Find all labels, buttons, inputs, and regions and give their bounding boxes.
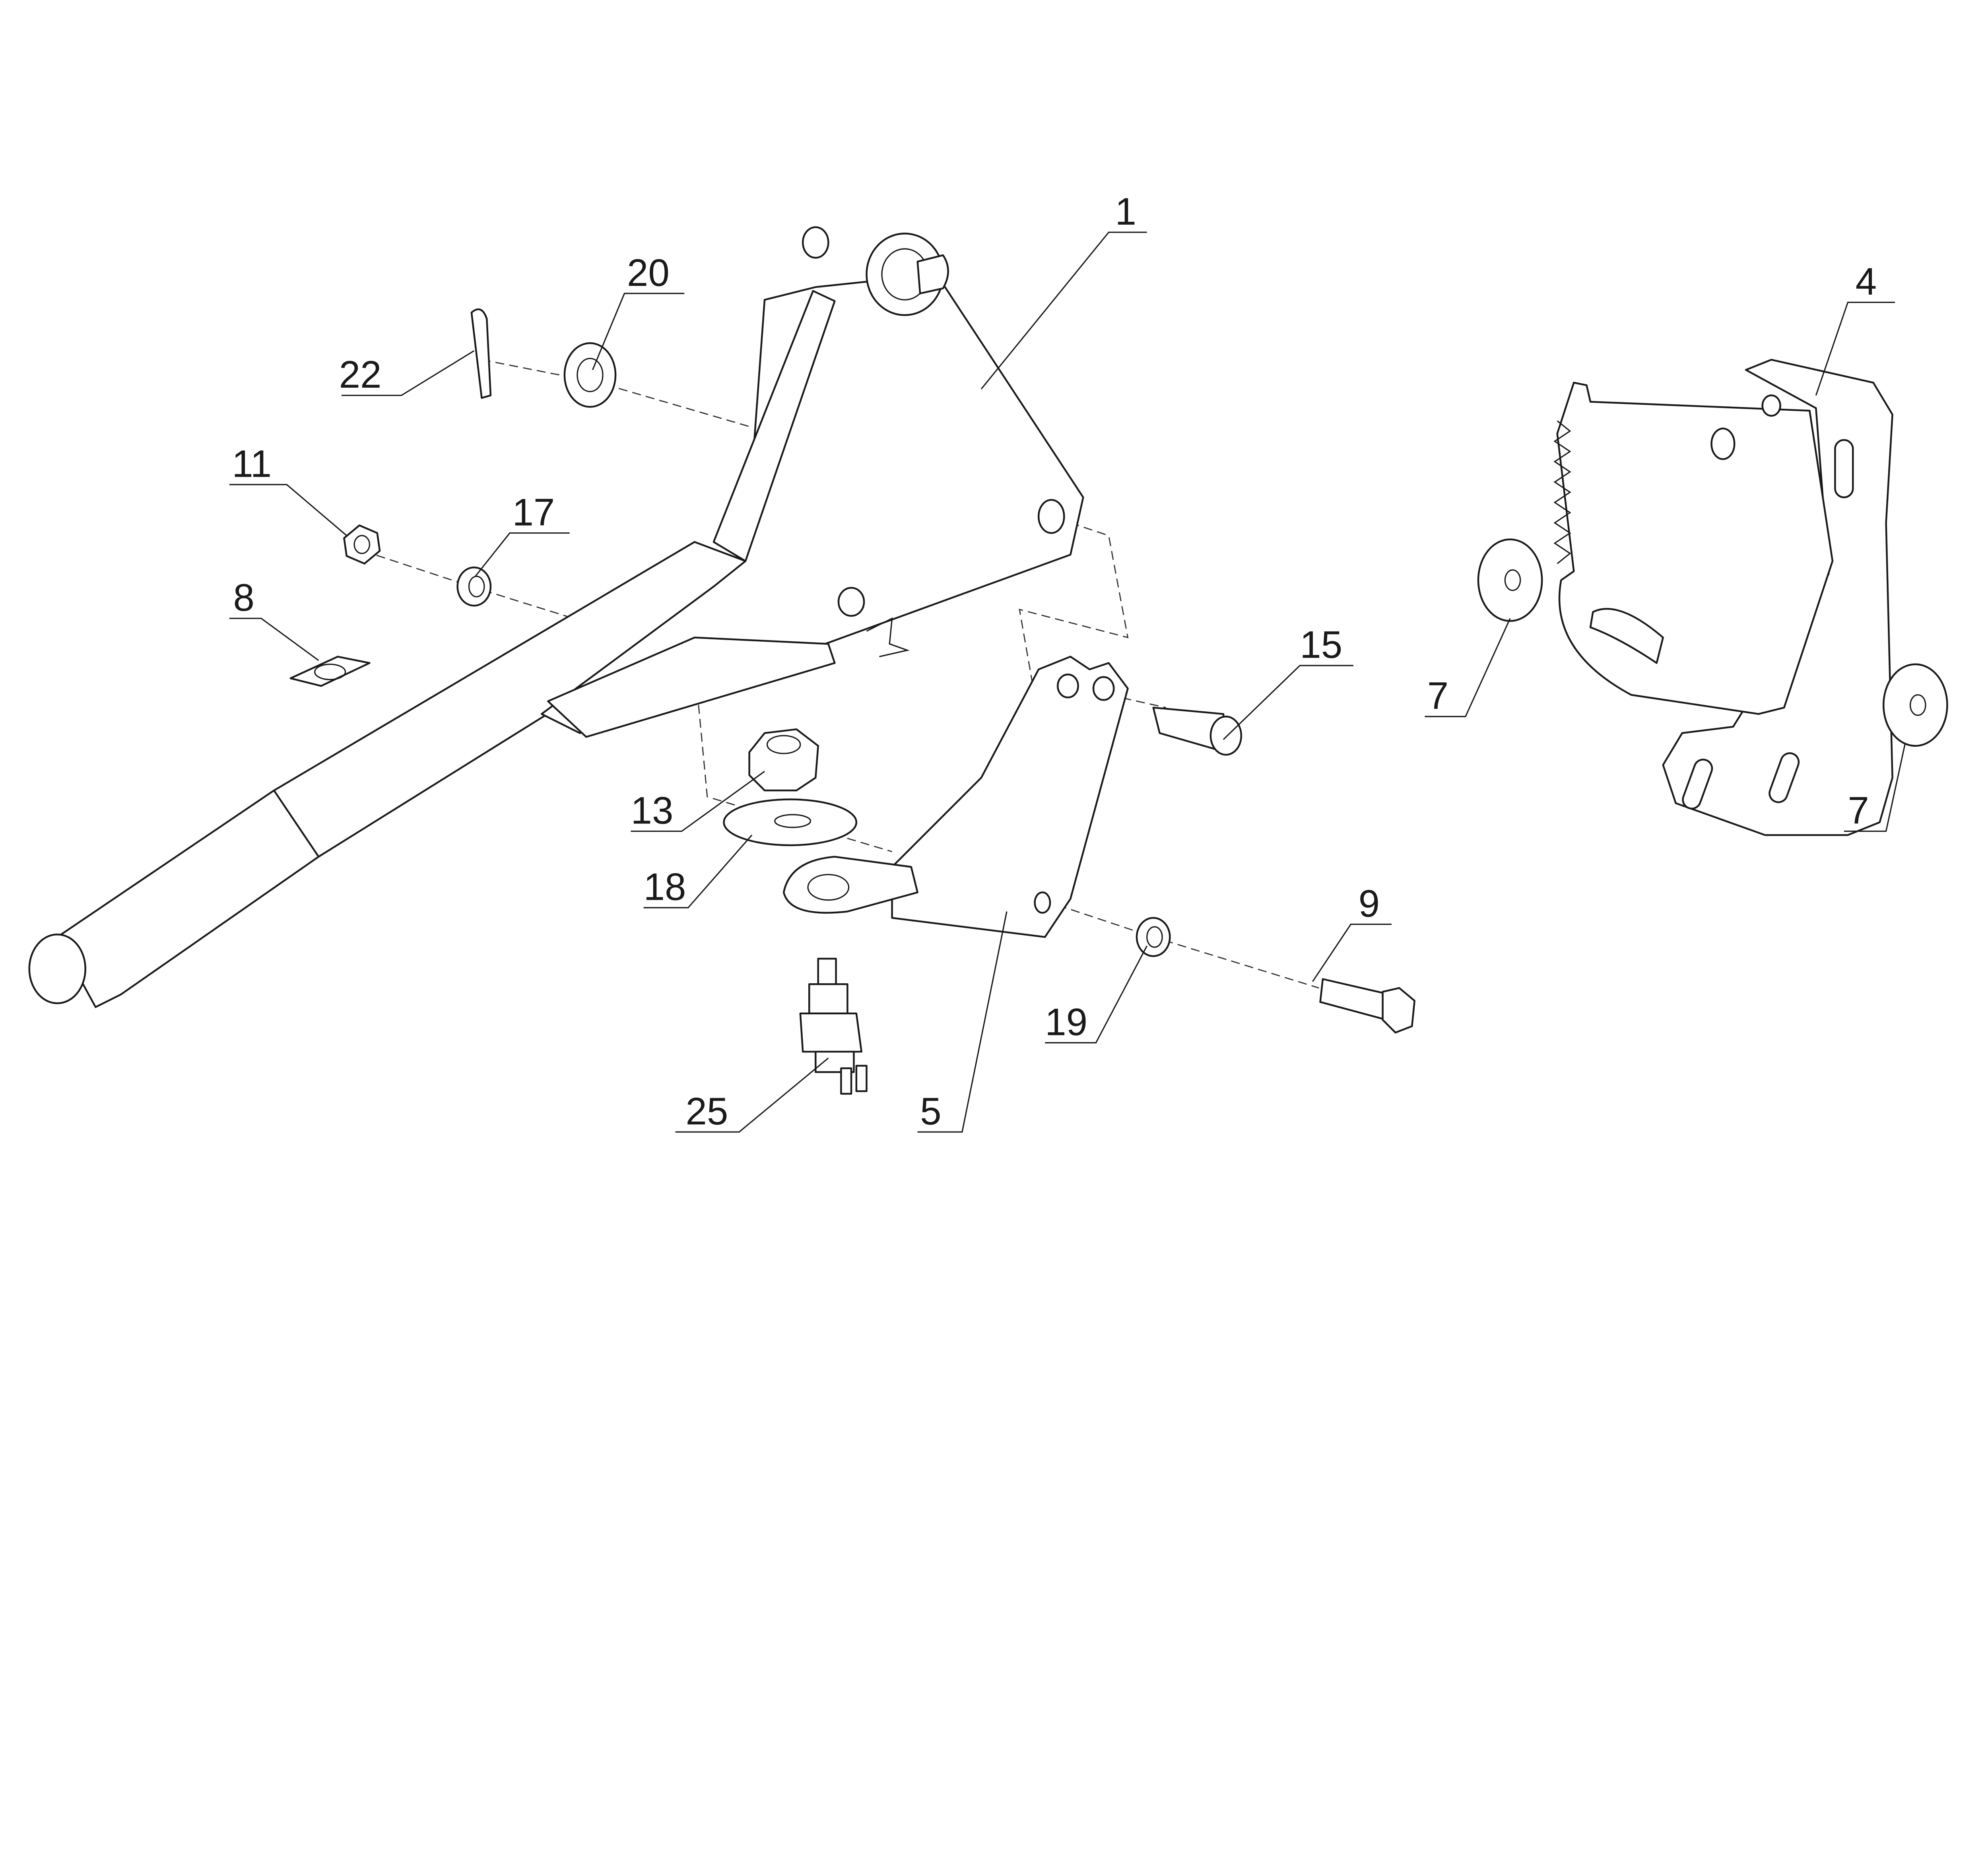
callout-22: 22 — [339, 350, 475, 396]
bolt-part-9 — [1319, 978, 1415, 1034]
callout-13: 13 — [631, 771, 765, 832]
callout-label: 4 — [1856, 260, 1877, 303]
callout-1: 1 — [980, 190, 1147, 390]
callout-label: 1 — [1115, 190, 1136, 233]
switch-part-25 — [799, 957, 868, 1095]
callout-label: 19 — [1045, 1001, 1087, 1043]
decal-part-8 — [289, 656, 371, 687]
washer-part-7-left — [1477, 538, 1543, 622]
callout-8: 8 — [229, 577, 319, 661]
washer-part-19 — [1136, 917, 1171, 957]
callout-25: 25 — [675, 1057, 829, 1133]
callout-label: 25 — [685, 1090, 728, 1133]
callout-label: 20 — [627, 252, 670, 294]
callout-18: 18 — [644, 835, 753, 909]
callout-label: 8 — [233, 577, 254, 619]
callout-11: 11 — [229, 443, 347, 536]
callout-5: 5 — [917, 911, 1008, 1133]
washer-part-7-right — [1882, 663, 1948, 747]
callout-label: 13 — [631, 789, 674, 832]
callout-17: 17 — [475, 491, 570, 577]
callout-9: 9 — [1312, 882, 1392, 982]
washer-part-18 — [723, 798, 858, 846]
callout-20: 20 — [592, 252, 685, 370]
parts-diagram: 1 20 22 11 17 8 13 18 15 5 19 9 — [28, 190, 1948, 1133]
cotter-pin-part-22 — [470, 308, 492, 399]
callout-label: 17 — [512, 491, 555, 534]
plate-assembly-part-4 — [1553, 359, 1893, 836]
callout-label: 7 — [1848, 789, 1869, 832]
callout-4: 4 — [1815, 260, 1895, 396]
callout-7-right: 7 — [1844, 743, 1906, 832]
callout-15: 15 — [1223, 624, 1353, 740]
bracket-part-5 — [782, 656, 1129, 938]
callout-label: 15 — [1300, 624, 1342, 666]
callout-label: 11 — [232, 443, 272, 485]
pin-part-15 — [1152, 707, 1242, 756]
spring-washer-part-17 — [456, 566, 492, 607]
callout-label: 5 — [920, 1090, 941, 1133]
callout-label: 7 — [1427, 675, 1448, 717]
lever-assembly-part-1 — [28, 226, 1084, 1008]
callout-label: 9 — [1359, 882, 1380, 925]
callout-19: 19 — [1045, 946, 1148, 1043]
washer-part-20 — [563, 342, 617, 408]
callout-label: 18 — [644, 866, 686, 909]
callout-label: 22 — [339, 353, 382, 396]
nut-part-13 — [748, 728, 819, 792]
nut-part-11 — [343, 524, 381, 565]
callout-7-left: 7 — [1425, 618, 1511, 717]
